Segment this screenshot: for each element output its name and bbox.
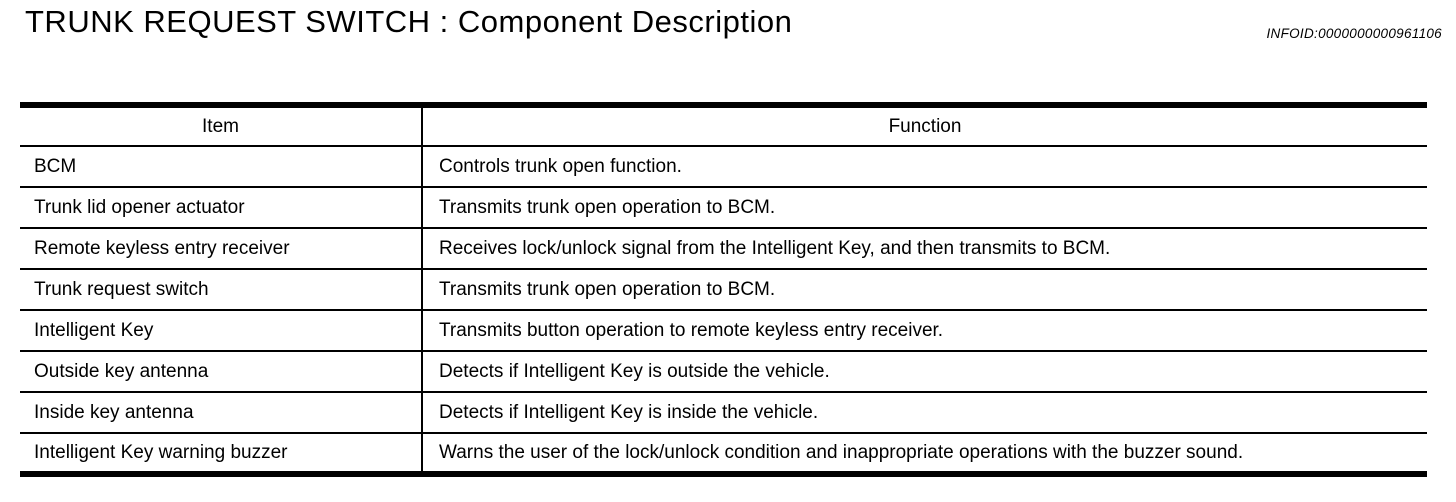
table-row: Intelligent Key Transmits button operati… — [20, 310, 1427, 352]
component-table-body: BCM Controls trunk open function. Trunk … — [20, 146, 1427, 475]
table-row: BCM Controls trunk open function. — [20, 146, 1427, 188]
table-header-row: Item Function — [20, 105, 1427, 147]
function-cell: Transmits trunk open operation to BCM. — [422, 187, 1427, 229]
item-cell: Trunk request switch — [20, 269, 423, 311]
column-header-function: Function — [422, 105, 1427, 147]
item-cell: Remote keyless entry receiver — [20, 228, 423, 270]
table-row: Intelligent Key warning buzzer Warns the… — [20, 433, 1427, 475]
item-cell: BCM — [20, 146, 423, 188]
table-header: Item Function — [20, 105, 1427, 147]
table-row: Inside key antenna Detects if Intelligen… — [20, 392, 1427, 434]
column-header-item: Item — [20, 105, 423, 147]
function-cell: Warns the user of the lock/unlock condit… — [422, 433, 1427, 475]
component-description-table: Item Function BCM Controls trunk open fu… — [20, 102, 1427, 477]
page-title: TRUNK REQUEST SWITCH : Component Descrip… — [25, 4, 793, 39]
item-cell: Inside key antenna — [20, 392, 423, 434]
function-cell: Controls trunk open function. — [422, 146, 1427, 188]
item-cell: Intelligent Key — [20, 310, 423, 352]
table-row: Trunk request switch Transmits trunk ope… — [20, 269, 1427, 311]
table-row: Outside key antenna Detects if Intellige… — [20, 351, 1427, 393]
function-cell: Transmits trunk open operation to BCM. — [422, 269, 1427, 311]
table-row: Remote keyless entry receiver Receives l… — [20, 228, 1427, 270]
item-cell: Intelligent Key warning buzzer — [20, 433, 423, 475]
table-row: Trunk lid opener actuator Transmits trun… — [20, 187, 1427, 229]
function-cell: Receives lock/unlock signal from the Int… — [422, 228, 1427, 270]
function-cell: Detects if Intelligent Key is outside th… — [422, 351, 1427, 393]
item-cell: Outside key antenna — [20, 351, 423, 393]
infoid-code: INFOID:0000000000961106 — [1266, 26, 1442, 41]
function-cell: Detects if Intelligent Key is inside the… — [422, 392, 1427, 434]
item-cell: Trunk lid opener actuator — [20, 187, 423, 229]
function-cell: Transmits button operation to remote key… — [422, 310, 1427, 352]
